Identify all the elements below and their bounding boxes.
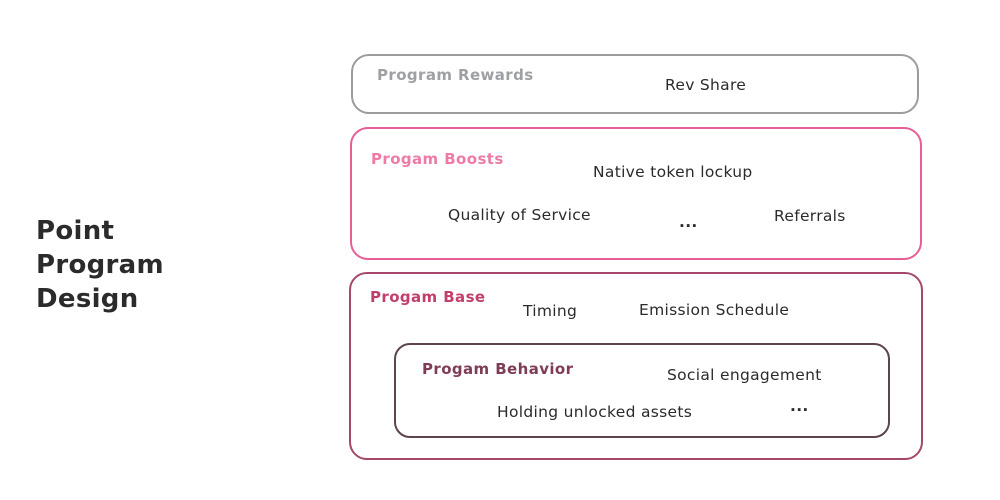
diagram-title: Point Program Design: [36, 216, 164, 314]
program-base-label: Progam Base: [370, 288, 486, 306]
item-referrals: Referrals: [774, 207, 846, 225]
item-social-engagement: Social engagement: [667, 366, 822, 384]
item-rev-share: Rev Share: [665, 76, 747, 94]
item-holding-unlocked-assets: Holding unlocked assets: [497, 403, 693, 421]
program-base-box: Progam Base Timing Emission Schedule Pro…: [349, 272, 923, 460]
item-behavior-ellipsis: ...: [790, 397, 809, 415]
program-boosts-label: Progam Boosts: [371, 150, 504, 168]
program-boosts-box: Progam Boosts Native token lockup Qualit…: [350, 127, 922, 260]
item-timing: Timing: [523, 302, 578, 320]
program-behavior-box: Progam Behavior Social engagement Holdin…: [394, 343, 890, 438]
item-emission-schedule: Emission Schedule: [639, 301, 790, 319]
program-rewards-label: Program Rewards: [377, 66, 534, 84]
program-behavior-label: Progam Behavior: [422, 360, 574, 378]
program-rewards-box: Program Rewards Rev Share: [351, 54, 919, 114]
item-native-token-lockup: Native token lockup: [593, 163, 753, 181]
item-boosts-ellipsis: ...: [679, 213, 698, 231]
item-quality-of-service: Quality of Service: [448, 206, 591, 224]
